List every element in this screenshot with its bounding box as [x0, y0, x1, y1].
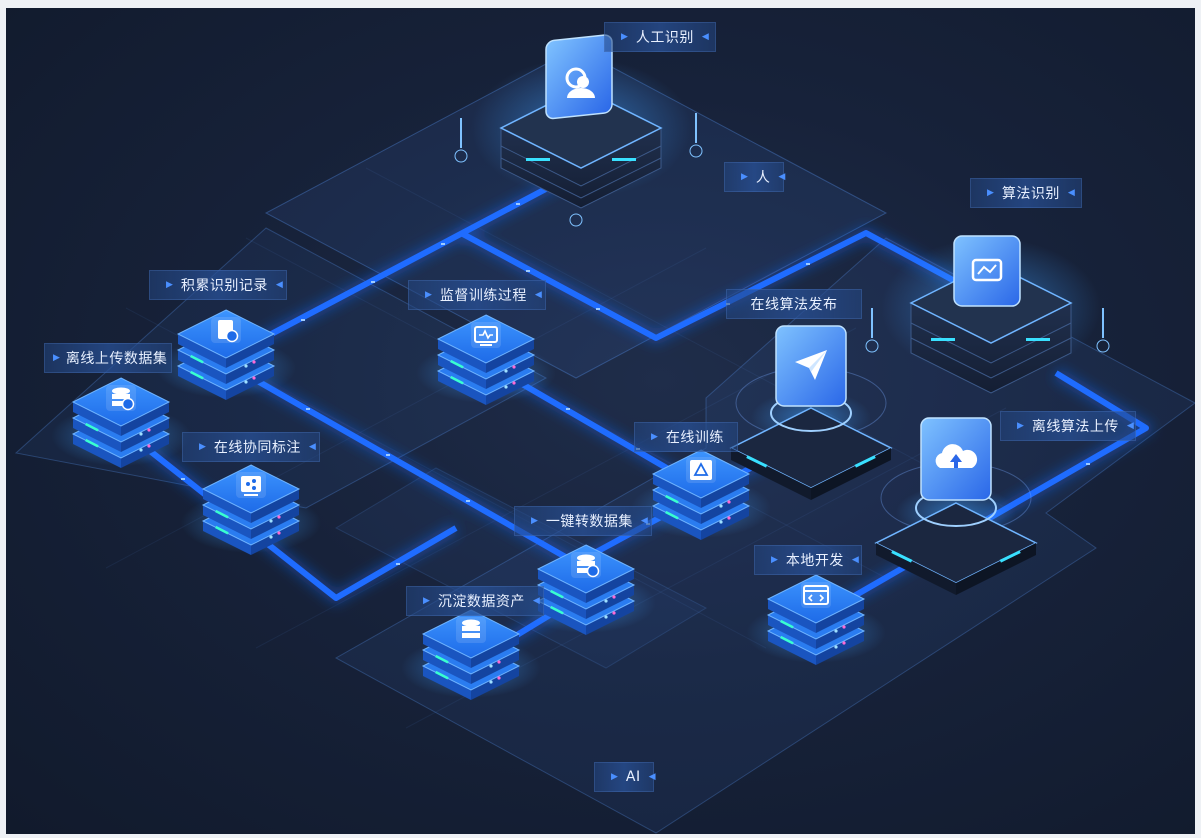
tile-stack-online-collab-annotation: [181, 464, 321, 555]
triangle-left-icon: ◀: [534, 290, 542, 300]
label-one-click-dataset: ▶ 一键转数据集 ◀: [514, 506, 652, 536]
label-text: 一键转数据集: [545, 514, 633, 530]
label-text: 离线算法上传: [1031, 419, 1119, 435]
triangle-right-icon: ▶: [611, 772, 618, 782]
triangle-right-icon: ▶: [423, 596, 430, 606]
diagram-stage: ▶ 人工识别 ◀ ▶ 人 ◀ ▶ 算法识别 ◀ ▶ 积累识别记录 ◀ ▶ 监督训练过程 ◀ 在线算法…: [6, 8, 1195, 834]
label-manual-recognition: ▶ 人工识别 ◀: [604, 22, 716, 52]
triangle-right-icon: ▶: [621, 32, 628, 42]
label-text: 积累识别记录: [180, 278, 268, 294]
cycle-icon: [690, 460, 712, 480]
tile-stacks: [51, 309, 886, 700]
tile-stack-accumulate-records: [156, 309, 296, 400]
server-manual-recognition: [454, 34, 703, 227]
triangle-right-icon: ▶: [166, 280, 173, 290]
tile-stack-one-click-dataset: [516, 544, 656, 635]
database-upload-icon: [112, 387, 135, 411]
record-clock-icon: [218, 320, 239, 343]
server-algorithm-recognition: [865, 235, 1110, 394]
code-window-icon: [803, 585, 829, 605]
label-text: 监督训练过程: [439, 288, 527, 304]
database-convert-icon: [577, 554, 600, 578]
label-local-development: ▶ 本地开发 ◀: [754, 545, 862, 575]
triangle-left-icon: ◀: [308, 442, 316, 452]
label-text: 本地开发: [785, 553, 844, 569]
tile-stack-local-development: [746, 574, 886, 665]
triangle-left-icon: ◀: [778, 172, 786, 182]
triangle-right-icon: ▶: [651, 432, 658, 442]
label-text: 人工识别: [635, 30, 694, 46]
triangle-right-icon: ▶: [987, 188, 994, 198]
cloud-upload-icon: [935, 444, 978, 468]
triangle-right-icon: ▶: [1017, 421, 1024, 431]
people-icon: [565, 67, 595, 98]
triangle-left-icon: ◀: [1126, 421, 1134, 431]
triangle-left-icon: ◀: [851, 555, 859, 565]
triangle-right-icon: ▶: [531, 516, 538, 526]
label-online-collab-annotation: ▶ 在线协同标注 ◀: [182, 432, 320, 462]
pedestal-offline-upload: [874, 417, 1038, 595]
triangle-left-icon: ◀: [640, 516, 648, 526]
label-data-assets: ▶ 沉淀数据资产 ◀: [406, 586, 544, 616]
label-offline-upload-dataset: ▶ 离线上传数据集: [44, 343, 172, 373]
label-text: 沉淀数据资产: [437, 594, 525, 610]
share-icon: [241, 476, 261, 496]
triangle-left-icon: ◀: [1067, 188, 1075, 198]
triangle-right-icon: ▶: [53, 353, 60, 363]
triangle-right-icon: ▶: [741, 172, 748, 182]
label-text: AI: [625, 769, 641, 785]
label-algorithm-recognition: ▶ 算法识别 ◀: [970, 178, 1082, 208]
label-ai: ▶ AI ◀: [594, 762, 656, 792]
triangle-left-icon: ◀: [275, 280, 283, 290]
paper-plane-icon: [795, 350, 827, 380]
triangle-right-icon: ▶: [425, 290, 432, 300]
label-offline-algorithm-upload: ▶ 离线算法上传 ◀: [1000, 411, 1136, 441]
label-text: 在线协同标注: [213, 440, 301, 456]
pedestal-online-release: [729, 325, 893, 500]
label-supervise-training: ▶ 监督训练过程 ◀: [408, 280, 546, 310]
tile-stack-offline-upload-dataset: [51, 377, 191, 468]
label-text: 算法识别: [1001, 186, 1060, 202]
tile-stack-data-assets: [401, 609, 541, 700]
triangle-left-icon: ◀: [648, 772, 656, 782]
tile-stack-online-training: [631, 449, 771, 540]
label-text: 在线训练: [665, 430, 724, 446]
label-accumulate-records: ▶ 积累识别记录 ◀: [149, 270, 287, 300]
label-text: 离线上传数据集: [65, 351, 168, 367]
label-online-algorithm-release: 在线算法发布: [726, 289, 862, 319]
tile-stack-supervise-training: [416, 314, 556, 405]
label-text: 人: [755, 170, 771, 186]
triangle-left-icon: ◀: [701, 32, 709, 42]
database-icon: [462, 619, 480, 638]
label-online-training: ▶ 在线训练: [634, 422, 738, 452]
label-text: 在线算法发布: [750, 297, 838, 313]
triangle-right-icon: ▶: [199, 442, 206, 452]
monitor-pulse-icon: [474, 326, 498, 346]
triangle-left-icon: ◀: [532, 596, 540, 606]
label-human: ▶ 人 ◀: [724, 162, 786, 192]
curve-icon: [971, 258, 1003, 282]
triangle-right-icon: ▶: [771, 555, 778, 565]
